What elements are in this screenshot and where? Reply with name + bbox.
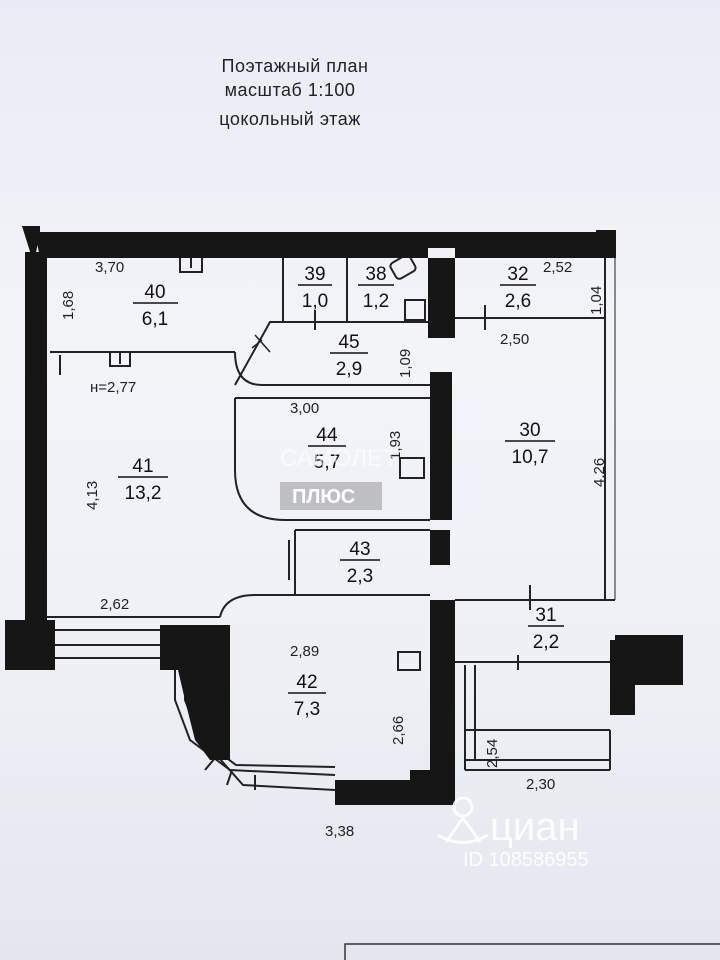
room-38: 38 1,2 — [358, 264, 394, 312]
room-area: 13,2 — [125, 483, 162, 504]
room-43: 43 2,3 — [340, 539, 380, 587]
room-31: 31 2,2 — [528, 605, 564, 653]
dim-2-30: 2,30 — [526, 776, 555, 793]
room-area: 7,3 — [294, 699, 320, 720]
room-area: 2,3 — [347, 566, 373, 587]
plan-scale: масштаб 1:100 — [224, 80, 356, 100]
room-area: 1,2 — [363, 291, 389, 312]
dim-3-70: 3,70 — [95, 259, 124, 276]
room-41: 41 13,2 — [118, 456, 168, 504]
room-30: 30 10,7 — [505, 420, 555, 468]
room-area: 6,1 — [142, 309, 168, 330]
dim-1-09: 1,09 — [397, 349, 414, 378]
dim-1-68: 1,68 — [60, 291, 77, 320]
watermark-brand: САМОЛЕТ — [280, 445, 398, 472]
room-number: 30 — [519, 420, 540, 441]
cian-logo-icon — [437, 796, 489, 844]
room-area: 10,7 — [512, 447, 549, 468]
room-number: 38 — [365, 264, 386, 285]
room-number: 41 — [132, 456, 153, 477]
dim-2-50: 2,50 — [500, 331, 529, 348]
room-40: 40 6,1 — [133, 282, 178, 330]
ceiling-height: н=2,77 — [90, 379, 136, 396]
room-area: 2,6 — [505, 291, 531, 312]
room-number: 44 — [316, 425, 338, 446]
dim-1-93: 1,93 — [387, 431, 404, 460]
dim-2-62: 2,62 — [100, 596, 129, 613]
room-44: 44 5,7 — [308, 425, 346, 473]
dim-2-66: 2,66 — [390, 716, 407, 745]
room-number: 45 — [338, 332, 359, 353]
room-42: 42 7,3 — [288, 672, 326, 720]
room-32: 32 2,6 — [500, 264, 536, 312]
room-area: 1,0 — [302, 291, 328, 312]
room-number: 40 — [144, 282, 165, 303]
room-45: 45 2,9 — [330, 332, 368, 380]
watermark-cian: циан — [490, 805, 580, 849]
room-number: 32 — [507, 264, 528, 285]
room-area: 2,9 — [336, 359, 362, 380]
room-number: 31 — [535, 605, 556, 626]
watermark-cian-id: ID 108586955 — [463, 849, 589, 871]
dim-2-54: 2,54 — [484, 739, 501, 768]
room-39: 39 1,0 — [298, 264, 332, 312]
plan-title: Поэтажный план — [221, 56, 369, 76]
room-number: 43 — [349, 539, 370, 560]
dim-1-04: 1,04 — [588, 286, 605, 315]
room-area: 5,7 — [314, 452, 340, 473]
dim-3-38: 3,38 — [325, 823, 354, 840]
plan-floor: цокольный этаж — [219, 109, 361, 129]
dim-2-89: 2,89 — [290, 643, 319, 660]
dim-3-00: 3,00 — [290, 400, 319, 417]
dim-4-26: 4,26 — [591, 458, 608, 487]
dim-2-52: 2,52 — [543, 259, 572, 276]
room-number: 42 — [296, 672, 317, 693]
room-area: 2,2 — [533, 632, 559, 653]
watermark-brand-sub: ПЛЮС — [292, 486, 355, 508]
dim-4-13: 4,13 — [84, 481, 101, 510]
room-number: 39 — [304, 264, 325, 285]
